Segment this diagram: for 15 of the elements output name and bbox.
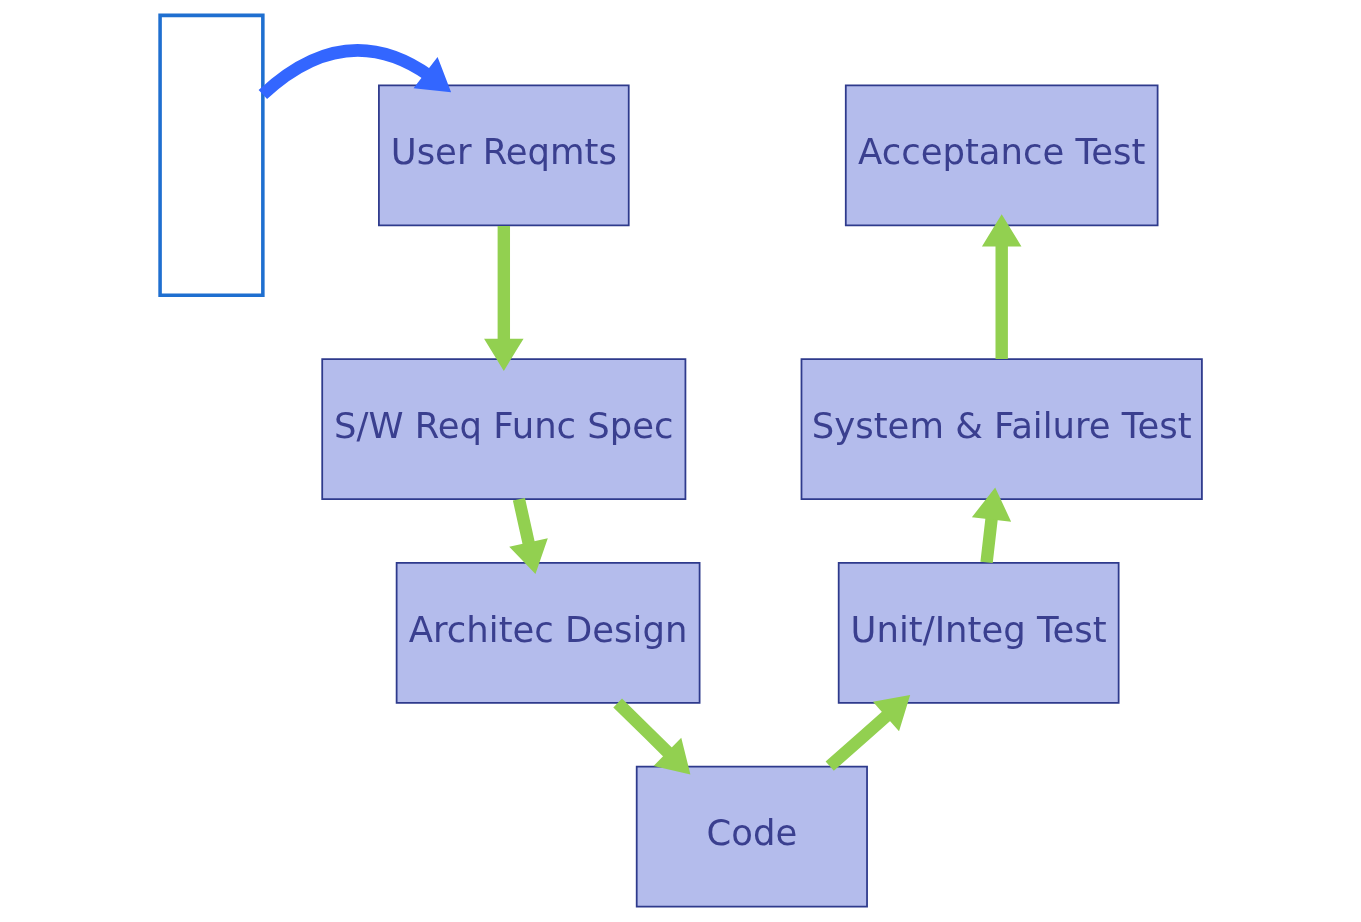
arrow bbox=[483, 226, 524, 371]
node-box: Code bbox=[635, 765, 868, 908]
node-box: Architec Design bbox=[395, 562, 700, 704]
arrow bbox=[971, 487, 1011, 564]
node-box: System & Failure Test bbox=[800, 358, 1203, 500]
arrow bbox=[612, 698, 690, 775]
node-box: User Reqmts bbox=[377, 84, 630, 227]
arrow bbox=[825, 695, 910, 771]
node-box: Unit/Integ Test bbox=[837, 562, 1120, 704]
arrow bbox=[981, 214, 1021, 360]
node-box: S/W Req Func Spec bbox=[320, 358, 686, 500]
node-box bbox=[157, 13, 265, 298]
arrow bbox=[258, 44, 451, 100]
node-box: Acceptance Test bbox=[844, 84, 1158, 227]
arrow bbox=[508, 497, 548, 574]
